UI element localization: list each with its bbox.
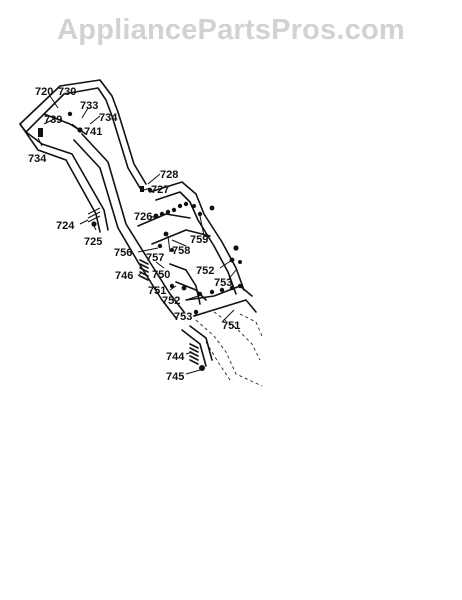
callout-730: 730 [58, 86, 76, 98]
callout-734: 734 [99, 112, 118, 124]
main-handle-tubes [73, 111, 185, 319]
nut-part [91, 221, 97, 227]
callout-726: 726 [134, 211, 152, 223]
spring-part [139, 259, 149, 281]
hardware [38, 111, 243, 371]
callout-labels: 720 730 733 739 734 741 734 728 727 726 … [28, 86, 240, 383]
callout-734: 734 [28, 153, 47, 165]
callout-724: 724 [56, 220, 75, 232]
callout-741: 741 [84, 126, 102, 138]
spring-part [189, 343, 199, 365]
callout-727: 727 [151, 184, 169, 196]
callout-745: 745 [166, 371, 184, 383]
upper-handle [19, 79, 119, 233]
callout-750: 750 [152, 269, 170, 281]
bolt-part [140, 186, 144, 192]
callout-725: 725 [84, 236, 102, 248]
callout-759: 759 [190, 234, 208, 246]
leader-lines [37, 95, 237, 375]
callout-744: 744 [166, 351, 185, 363]
callout-751: 751 [148, 285, 166, 297]
callout-753: 753 [174, 311, 192, 323]
nut-part [67, 111, 73, 117]
callout-752: 752 [162, 295, 180, 307]
callout-753: 753 [214, 277, 232, 289]
callout-752: 752 [196, 265, 214, 277]
callout-720: 720 [35, 86, 53, 98]
mount-outline [181, 311, 263, 387]
callout-733: 733 [80, 100, 98, 112]
callout-751: 751 [222, 320, 240, 332]
callout-756: 756 [114, 247, 132, 259]
callout-757: 757 [146, 252, 164, 264]
bolt-part [38, 128, 43, 137]
callout-728: 728 [160, 169, 178, 181]
lower-frame [137, 181, 257, 317]
watermark-logo: AppliancePartsPros.com [57, 14, 405, 46]
callout-758: 758 [172, 245, 190, 257]
callout-746: 746 [115, 270, 133, 282]
callout-739: 739 [44, 114, 62, 126]
